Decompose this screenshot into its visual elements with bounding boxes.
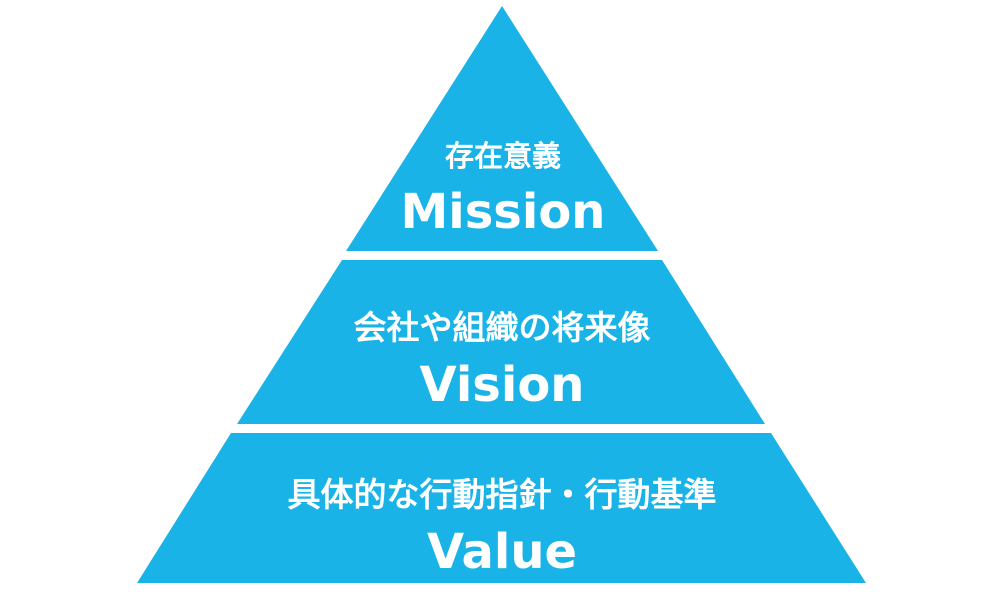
tier-value-label-jp: 具体的な行動指針・行動基準 <box>288 475 717 514</box>
tier-vision-shape <box>237 260 765 424</box>
tier-vision-label-jp: 会社や組織の将来像 <box>354 308 651 347</box>
tier-value-shape <box>137 433 866 583</box>
tier-vision: 会社や組織の将来像 Vision <box>237 260 765 424</box>
tier-mission: 存在意義 Mission <box>346 6 658 251</box>
tier-value: 具体的な行動指針・行動基準 Value <box>137 433 866 583</box>
tier-vision-label-en: Vision <box>420 357 585 413</box>
tier-mission-label-en: Mission <box>401 184 606 240</box>
tier-mission-label-jp: 存在意義 <box>445 139 561 173</box>
tier-value-label-en: Value <box>427 524 577 580</box>
tier-mission-shape <box>346 6 658 251</box>
